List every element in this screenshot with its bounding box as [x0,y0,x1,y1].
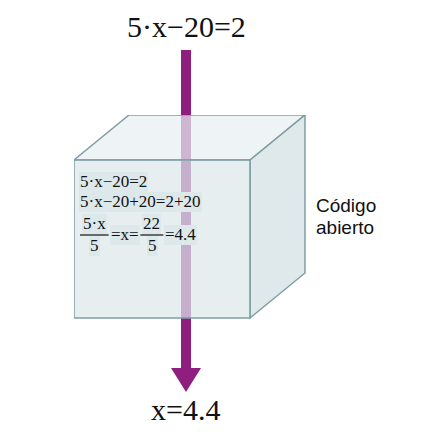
equation-step: =4.4 [164,225,197,245]
arrow-head [171,368,201,392]
equation-label: 5·x−20=2 [127,10,246,44]
equation-step: =x= [110,225,140,245]
equation-step: 5·x−20=2 [79,172,148,192]
cube-front-face [74,160,250,318]
equation-step: 5 [89,236,100,256]
equation-label: x=4.4 [151,393,220,427]
transparent-cube: 5·x−20=25·x−20+20=2+205·x5=x=225=4.4Códi… [74,115,419,320]
equation-step: 5·x−20+20=2+20 [79,192,202,212]
equation-step: 5·x [82,214,107,234]
equation-step: 22 [142,214,161,234]
cube-side-face [250,115,305,318]
cube-caption: Código abierto [316,195,416,239]
equation-step: 5 [147,236,158,256]
